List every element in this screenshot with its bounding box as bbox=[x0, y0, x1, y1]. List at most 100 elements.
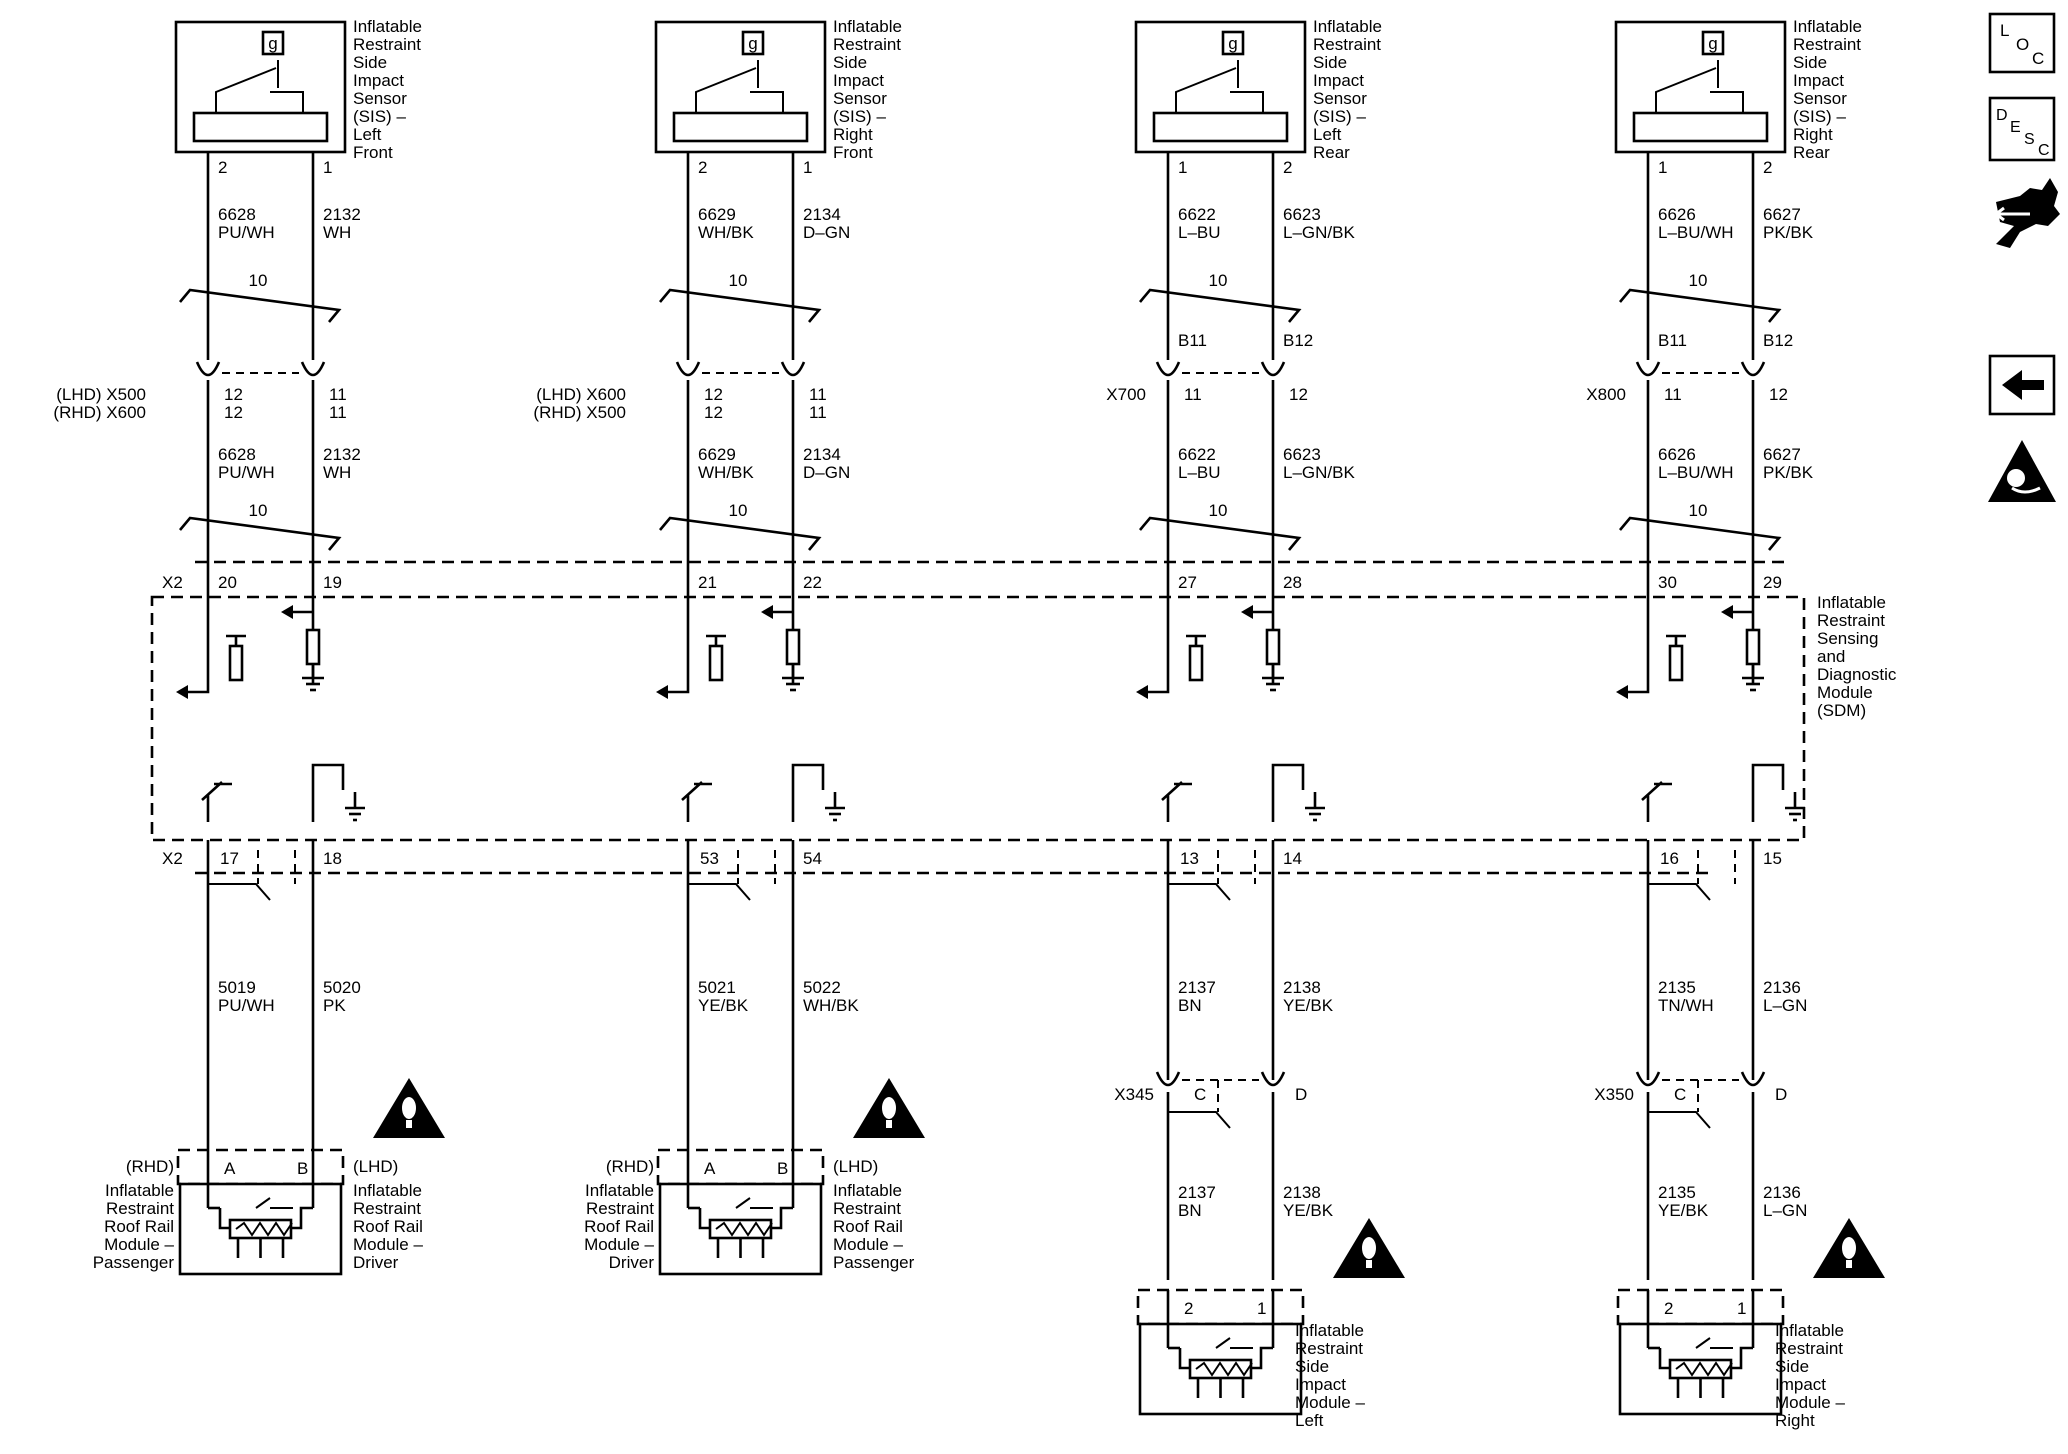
g-sensor-icon bbox=[1701, 30, 1725, 56]
sensor-pin-label: 2 bbox=[1763, 158, 1772, 177]
circuit-number: 2136 bbox=[1763, 978, 1801, 997]
input-arrow bbox=[656, 685, 668, 699]
twisted-pair-mark bbox=[1139, 516, 1302, 551]
connector-pin-label: 11 bbox=[1184, 385, 1202, 404]
shorting-bar bbox=[208, 883, 271, 901]
module-variant-tag: (LHD) bbox=[353, 1157, 398, 1176]
twist-label: 10 bbox=[1209, 271, 1228, 290]
sensor-pin-label: 1 bbox=[323, 158, 332, 177]
module-connector bbox=[656, 1148, 825, 1186]
connector-socket bbox=[780, 361, 806, 377]
sdm-pin-label: 22 bbox=[803, 573, 822, 592]
twist-label: 10 bbox=[1209, 501, 1228, 520]
wire-color: YE/BK bbox=[1283, 1201, 1334, 1220]
wire-color: L–BU bbox=[1178, 463, 1221, 482]
module-variant-tag: (RHD) bbox=[606, 1157, 654, 1176]
sensor-pin-label: 1 bbox=[1658, 158, 1667, 177]
module-pin-label: B bbox=[777, 1159, 788, 1178]
module-variant-tag: (LHD) bbox=[833, 1157, 878, 1176]
inline-pin-label: B11 bbox=[1178, 331, 1207, 350]
sdm-pin-label: 19 bbox=[323, 573, 342, 592]
shorting-clip bbox=[255, 1197, 293, 1209]
input-arrow bbox=[176, 685, 188, 699]
module-connector bbox=[1616, 1288, 1785, 1326]
wire-color: PK/BK bbox=[1763, 463, 1814, 482]
shorting-bar bbox=[688, 883, 751, 901]
wire-color: YE/BK bbox=[1283, 996, 1334, 1015]
nav-desc-button[interactable]: D E S C bbox=[1988, 96, 2056, 162]
sensor-element bbox=[192, 111, 329, 143]
sensor-switch bbox=[695, 67, 784, 113]
desc-letter-2: E bbox=[2010, 119, 2021, 136]
twisted-pair-mark bbox=[659, 516, 822, 551]
sdm-deploy-return bbox=[1751, 763, 1785, 822]
wire-color: WH bbox=[323, 223, 351, 242]
wire-color: WH bbox=[323, 463, 351, 482]
sdm-pin-label: 16 bbox=[1660, 849, 1679, 868]
connector-socket bbox=[1740, 361, 1766, 377]
connector-socket bbox=[1260, 1071, 1286, 1087]
connector-socket bbox=[1740, 1071, 1766, 1087]
circuit-number: 6627 bbox=[1763, 445, 1801, 464]
twisted-pair-mark bbox=[1139, 288, 1302, 323]
circuit-number: 6622 bbox=[1178, 445, 1216, 464]
connector-socket bbox=[1635, 1071, 1661, 1087]
circuit-number: 6628 bbox=[218, 445, 256, 464]
g-sensor-symbol: g bbox=[1708, 34, 1717, 53]
sensor-switch bbox=[1655, 67, 1744, 113]
airbag-warning-icon[interactable] bbox=[1988, 440, 2056, 502]
twist-label: 10 bbox=[729, 271, 748, 290]
wire-color: L–BU bbox=[1178, 223, 1221, 242]
output-arrow bbox=[281, 605, 293, 619]
circuit-number: 2137 bbox=[1178, 978, 1216, 997]
warning-icon-glyph bbox=[882, 1097, 896, 1119]
sdm-connector-name: X2 bbox=[162, 573, 183, 592]
wire-color: L–GN/BK bbox=[1283, 223, 1355, 242]
sdm-pin-label: 13 bbox=[1180, 849, 1199, 868]
circuit-number: 6629 bbox=[698, 205, 736, 224]
resistor bbox=[708, 644, 724, 682]
output-arrow bbox=[1241, 605, 1253, 619]
module-pin-label: 1 bbox=[1257, 1299, 1266, 1318]
sdm-pin-label: 21 bbox=[698, 573, 717, 592]
circuit-number: 5022 bbox=[803, 978, 841, 997]
circuit-number: 6627 bbox=[1763, 205, 1801, 224]
warning-icon-glyph bbox=[1362, 1237, 1376, 1259]
squib-frame bbox=[698, 1206, 793, 1230]
sdm-pin-label: 20 bbox=[218, 573, 237, 592]
connector-socket bbox=[675, 361, 701, 377]
twisted-pair-mark bbox=[179, 516, 342, 551]
circuit-number: 6629 bbox=[698, 445, 736, 464]
g-sensor-symbol: g bbox=[1228, 34, 1237, 53]
twisted-pair-mark bbox=[659, 288, 822, 323]
sensor-pin-label: 1 bbox=[1178, 158, 1187, 177]
diagnostic-tool-icon[interactable] bbox=[1993, 178, 2060, 248]
module-pin-label: A bbox=[704, 1159, 716, 1178]
resistor bbox=[1188, 644, 1204, 682]
back-button[interactable] bbox=[1988, 354, 2056, 416]
circuit-number: 6626 bbox=[1658, 205, 1696, 224]
connector-name: X345 bbox=[1114, 1085, 1154, 1104]
connector-socket bbox=[195, 361, 221, 377]
wire-color: YE/BK bbox=[698, 996, 749, 1015]
nav-loc-button[interactable]: L O C bbox=[1988, 12, 2056, 74]
sensor-pin-label: 1 bbox=[803, 158, 812, 177]
wire-color: D–GN bbox=[803, 463, 850, 482]
connector-name: X350 bbox=[1594, 1085, 1634, 1104]
circuit-number: 2132 bbox=[323, 445, 361, 464]
squib-resistor bbox=[1675, 1361, 1733, 1377]
circuit-number: 5020 bbox=[323, 978, 361, 997]
module-pin-label: 2 bbox=[1664, 1299, 1673, 1318]
input-arrow bbox=[1136, 685, 1148, 699]
wire-color: L–BU/WH bbox=[1658, 223, 1734, 242]
loc-letter-3: C bbox=[2032, 49, 2044, 68]
twisted-pair-mark bbox=[179, 288, 342, 323]
